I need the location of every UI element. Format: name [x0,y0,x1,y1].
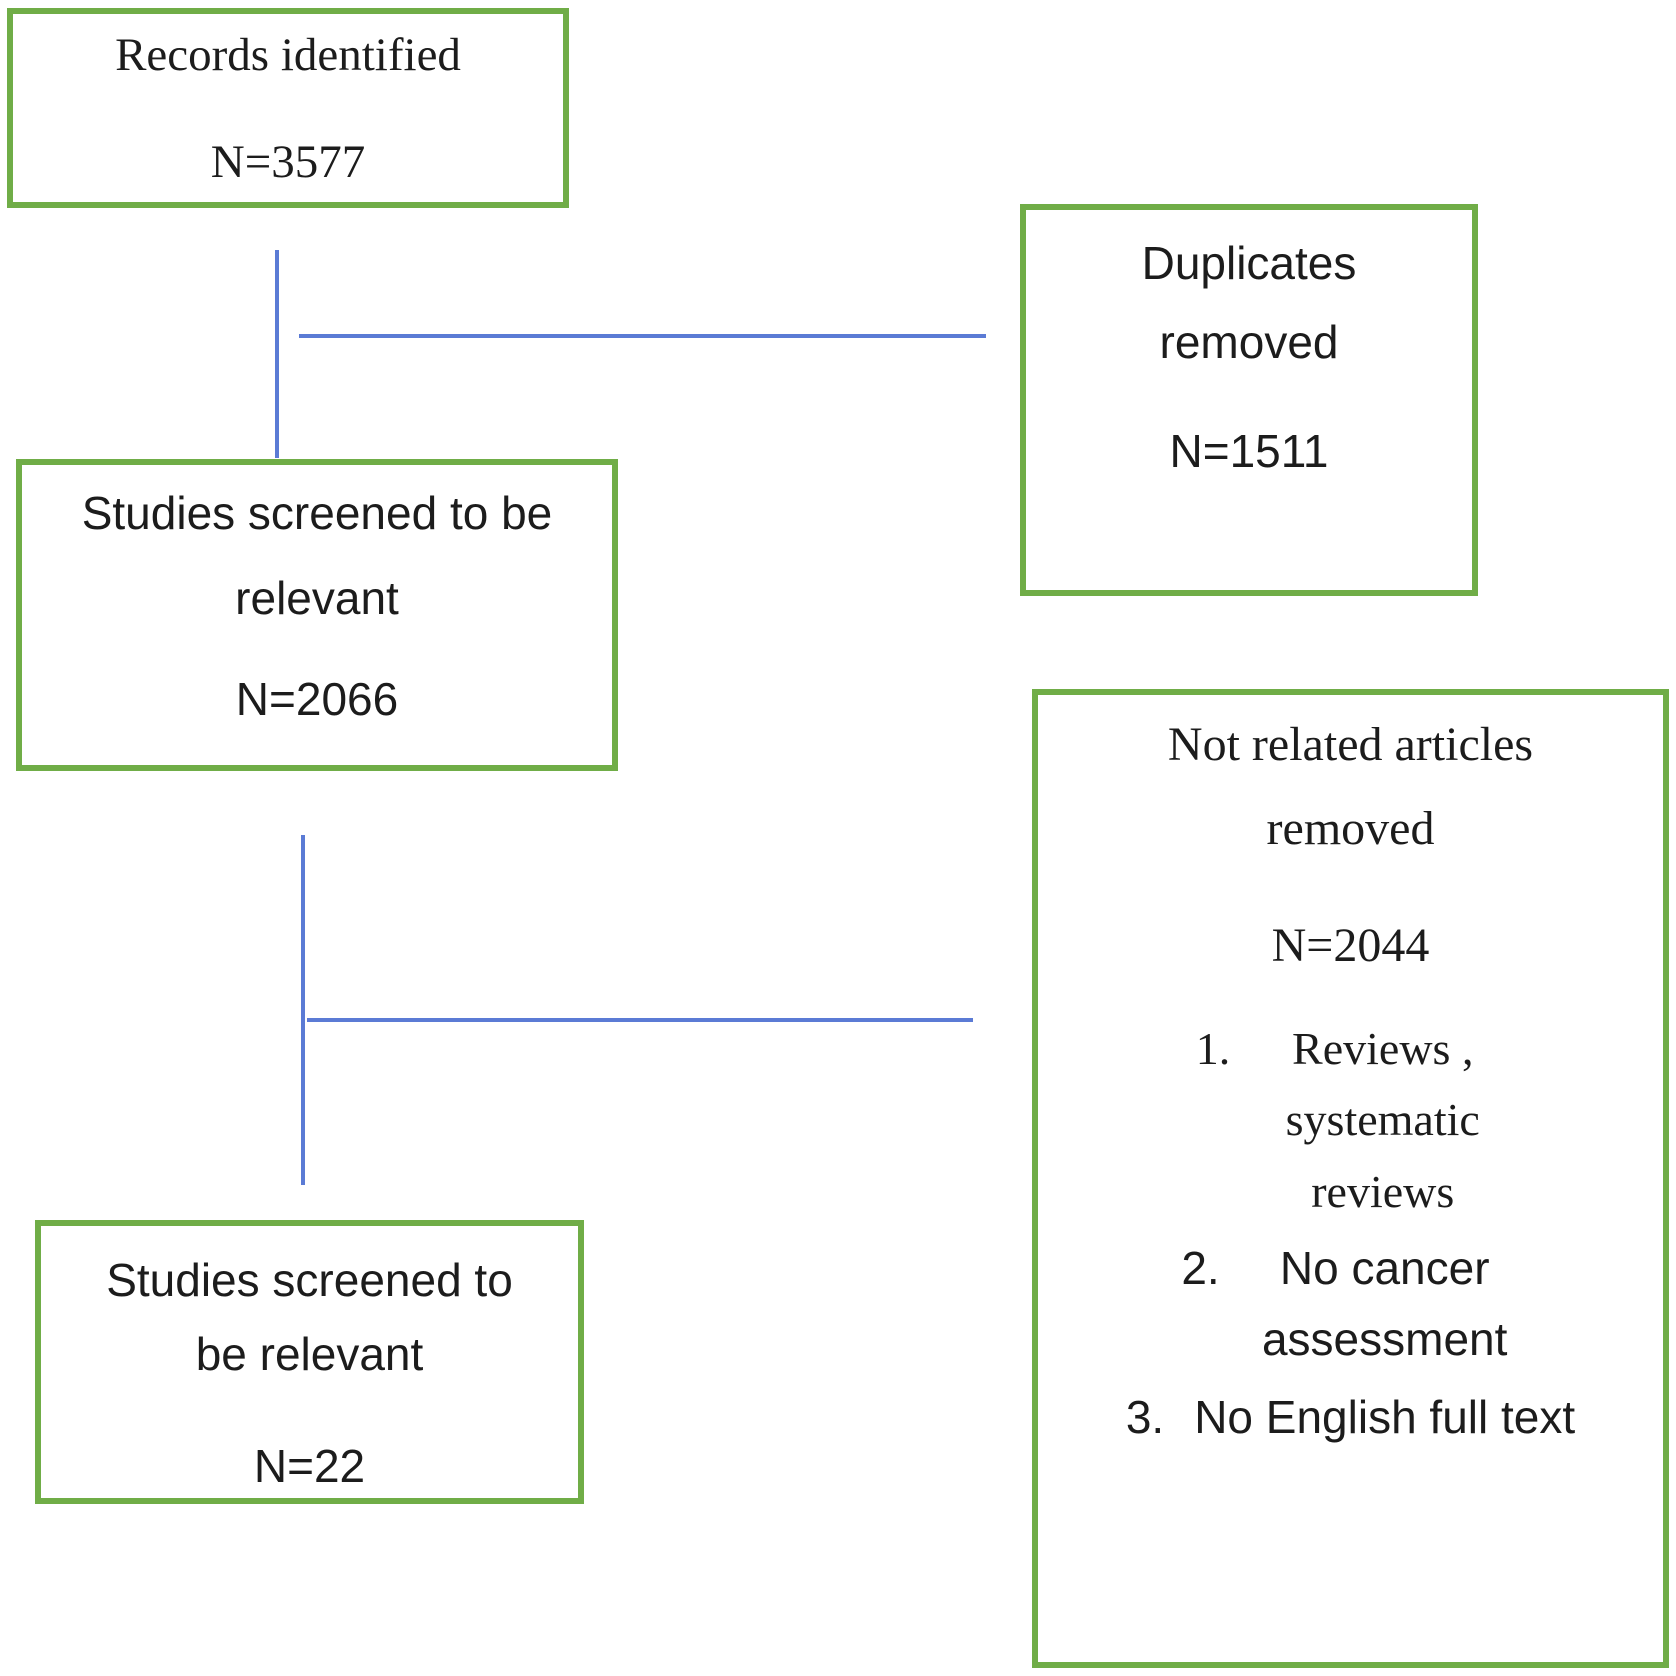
list-item-number: 3. [1125,1390,1165,1443]
list-item-text: No cancer assessment [1261,1241,1508,1366]
box-count: N=2044 [1271,919,1430,973]
box-studies-screened-2066: Studies screened to be relevant N=2066 [16,459,618,771]
box-title: Studies screened to be relevant [106,1254,513,1380]
list-item-text: Reviews , systematic reviews [1285,1023,1480,1217]
box-title: Records identified [115,28,461,81]
connector-screened-to-relevant [301,835,305,1185]
box-title: Studies screened to be relevant [81,487,553,624]
list-item: 3. No English full text [1038,1382,1663,1453]
box-not-related-removed: Not related articles removed N=2044 1. R… [1032,689,1669,1668]
box-studies-screened-22: Studies screened to be relevant N=22 [35,1220,584,1504]
box-count: N=1511 [1169,425,1329,478]
box-records-identified: Records identified N=3577 [7,8,569,208]
box-title: Duplicates removed [1141,237,1357,369]
connector-to-duplicates-removed [299,334,986,338]
list-item-number: 1. [1195,1023,1231,1075]
box-count: N=22 [253,1440,366,1493]
box-duplicates-removed: Duplicates removed N=1511 [1020,204,1478,596]
list-item: 1. Reviews , systematic reviews [1038,1013,1663,1227]
exclusion-reason-list: 1. Reviews , systematic reviews 2. No ca… [1038,1013,1663,1459]
box-title: Not related articles removed [1167,718,1534,855]
connector-records-to-screened [275,250,279,458]
list-item-text: No English full text [1194,1390,1576,1443]
connector-to-not-related [307,1018,973,1022]
list-item: 2. No cancer assessment [1038,1233,1663,1376]
list-item-number: 2. [1181,1241,1220,1294]
box-count: N=3577 [210,136,366,189]
box-count: N=2066 [235,673,399,726]
